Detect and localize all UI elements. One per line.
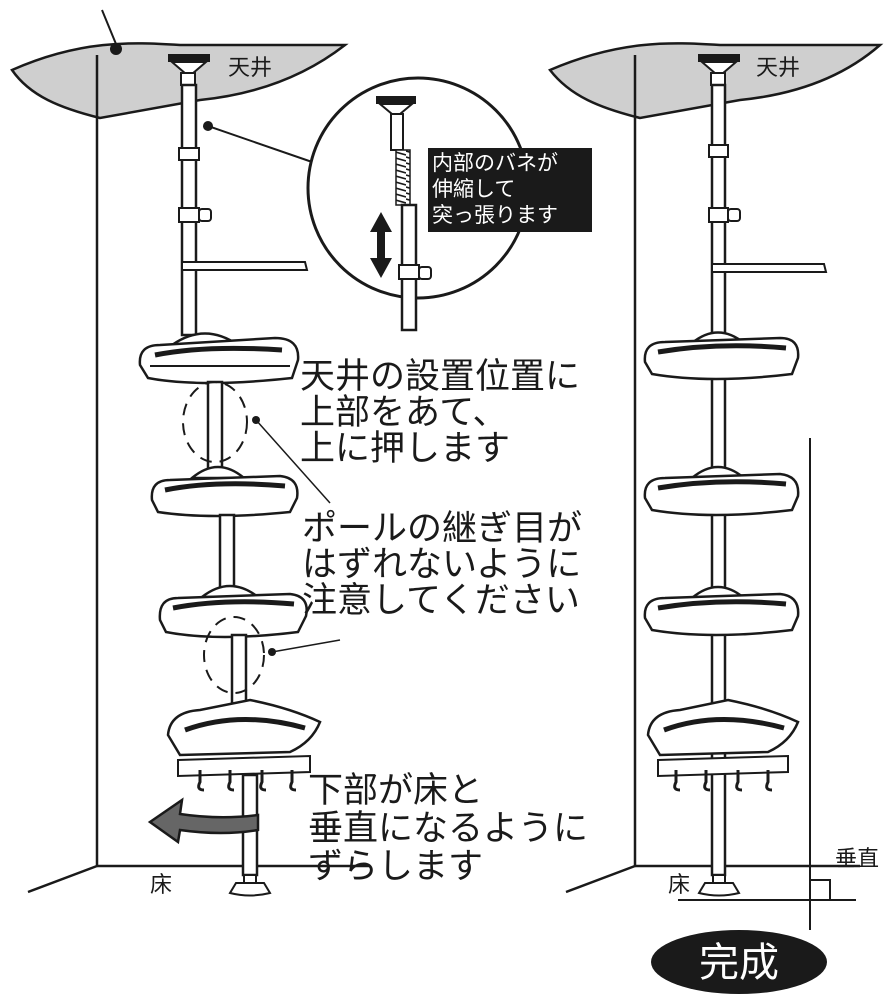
callout-line-1: 内部のバネが (432, 151, 558, 175)
step-bottom-line-3: ずらします (308, 847, 483, 887)
pole-foot (228, 874, 272, 897)
step-top-line-2: 上部をあて、 (300, 393, 508, 433)
pole-middle (206, 380, 224, 479)
ceiling-pointer-line (101, 9, 117, 45)
callout-pointer-line (207, 125, 316, 164)
right-scene (548, 42, 884, 930)
callout-line-3: 突っ張ります (432, 203, 558, 227)
step-middle-line-2: はずれないように (302, 545, 581, 585)
step-bottom-line-2: 垂直になるように (308, 809, 588, 849)
joint-highlight-2 (203, 616, 265, 694)
callout-box (428, 148, 592, 232)
double-arrow-icon (370, 212, 392, 278)
spring-icon (395, 149, 411, 206)
spring-callout: 内部のバネが 伸縮して 突っ張ります (306, 76, 592, 332)
callout-line-2: 伸縮して (432, 177, 515, 201)
step-middle-line-3: 注意してください (302, 581, 580, 621)
pole-lower-middle (218, 513, 236, 597)
step-top-line-3: 上に押します (300, 429, 510, 469)
ceiling-label-right: 天井 (756, 56, 800, 81)
shift-arrow (147, 797, 260, 845)
joint-highlight-1 (182, 381, 248, 463)
shelf-2-left (150, 465, 299, 518)
floor-label-right: 床 (668, 873, 690, 898)
left-scene (10, 9, 370, 897)
shelf-3-left (158, 584, 308, 639)
shelf-1-right (643, 331, 800, 381)
complete-badge (651, 930, 827, 994)
right-angle-mark (809, 879, 831, 901)
joint-pointer-line-2 (271, 639, 341, 653)
pole-joint-2 (178, 207, 200, 223)
joint-pointer-line-1 (255, 419, 331, 504)
vertical-label: 垂直 (835, 847, 879, 872)
step-bottom-line-1: 下部が床と (308, 771, 483, 811)
pole-foot-right (697, 874, 741, 897)
pole-knob (198, 208, 212, 222)
towel-bar-left (181, 261, 309, 271)
shelf-3-right (643, 585, 800, 637)
complete-label: 完成 (699, 940, 779, 986)
towel-bar-right (711, 263, 828, 273)
pole-joint-1 (178, 147, 200, 161)
shelf-2-right (643, 465, 800, 517)
pole-top-cap (168, 54, 210, 86)
ceiling-label-left: 天井 (228, 56, 272, 81)
step-top-line-1: 天井の設置位置に (300, 357, 580, 397)
shelf-4-right (646, 698, 800, 792)
shelf-1-left (138, 332, 300, 385)
ceiling-left (10, 42, 349, 120)
floor-edge-right (565, 864, 636, 894)
shelf-4-left (166, 698, 322, 792)
pole-top-cap-right (698, 54, 740, 86)
floor-edge-left (27, 864, 98, 894)
step-middle-line-1: ポールの継ぎ目が (302, 509, 582, 549)
floor-label-left: 床 (150, 873, 172, 898)
ceiling-pointer-dot (110, 43, 122, 55)
